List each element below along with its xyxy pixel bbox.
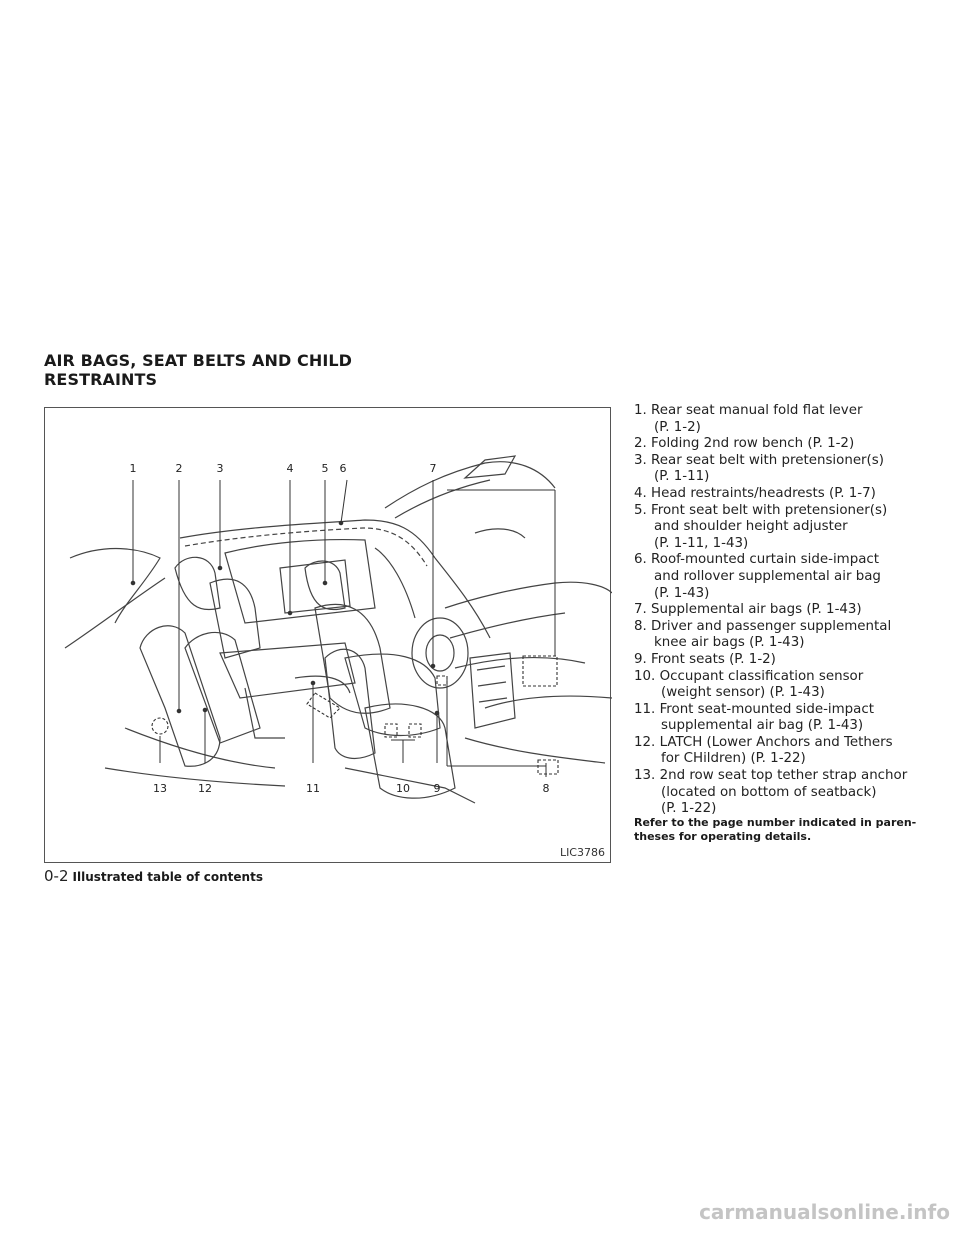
callout-8: 8 [542, 782, 550, 795]
callout-4: 4 [286, 462, 294, 475]
list-item: 5. Front seat belt with pretensioner(s)a… [634, 502, 888, 551]
page-number: 0-2 [44, 867, 69, 885]
interior-illustration: 1 2 3 4 5 6 7 13 12 11 10 9 8 LIC3786 [44, 407, 612, 863]
list-item: 13. 2nd row seat top tether strap anchor… [634, 768, 908, 817]
list-item: 7. Supplemental air bags (P. 1-43) [634, 602, 862, 618]
list-item: 9. Front seats (P. 1-2) [634, 651, 776, 667]
list-item: 3. Rear seat belt with pretensioner(s)(P… [634, 452, 884, 485]
callout-13: 13 [153, 782, 167, 795]
figure-id: LIC3786 [559, 846, 605, 859]
contents-list: 1. Rear seat manual fold flat lever(P. 1… [634, 403, 934, 818]
list-item: 10. Occupant classification sensor(weigh… [634, 668, 864, 701]
list-item: 1. Rear seat manual fold flat lever(P. 1… [634, 403, 863, 435]
list-item: 4. Head restraints/headrests (P. 1-7) [634, 485, 876, 501]
cabin-drawing [64, 455, 612, 804]
callout-3: 3 [216, 462, 224, 475]
list-item: 2. Folding 2nd row bench (P. 1-2) [634, 436, 855, 452]
callout-5: 5 [321, 462, 329, 475]
callout-10: 10 [396, 782, 410, 795]
callout-7: 7 [429, 462, 437, 475]
section-title: AIR BAGS, SEAT BELTS AND CHILD RESTRAINT… [44, 351, 353, 389]
callout-12: 12 [198, 782, 212, 795]
callout-6: 6 [339, 462, 347, 475]
callout-11: 11 [306, 782, 320, 795]
callout-9: 9 [433, 782, 441, 795]
footer-title: Illustrated table of contents [72, 870, 263, 884]
watermark: carmanualsonline.info [699, 1200, 950, 1224]
callout-1: 1 [129, 462, 137, 475]
operating-note: Refer to the page number indicated in pa… [634, 816, 917, 843]
callout-2: 2 [175, 462, 183, 475]
